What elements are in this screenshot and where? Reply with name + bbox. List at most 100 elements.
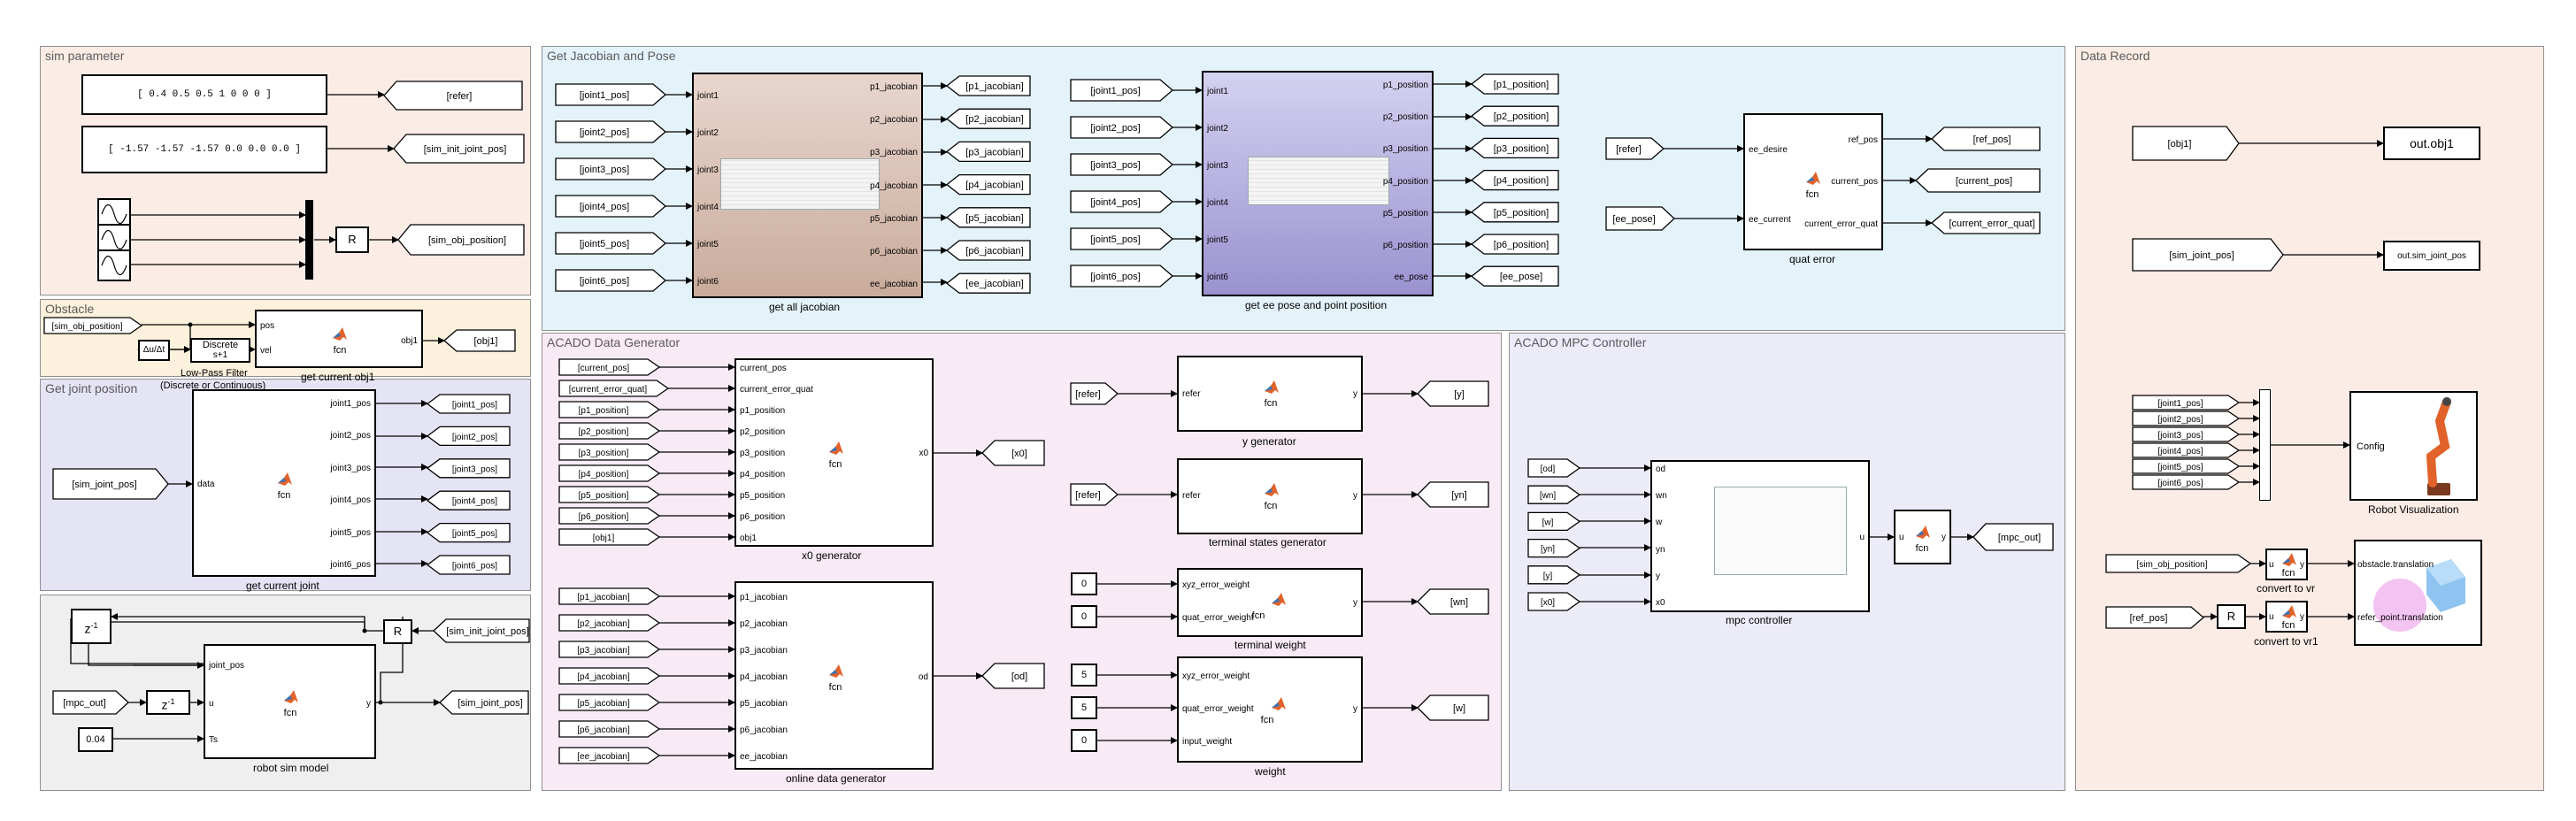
tag-quat-refer[interactable]: [refer] bbox=[1605, 137, 1665, 160]
convert-to-vr-block[interactable]: u y fcn bbox=[2265, 549, 2308, 580]
tag-x0-obj1[interactable]: [obj1] bbox=[558, 528, 661, 546]
sine-wave-3[interactable] bbox=[97, 249, 131, 281]
tag-mpc-wn[interactable]: [wn] bbox=[1527, 485, 1581, 504]
tag-rec-joint5[interactable]: [joint5_pos] bbox=[2132, 458, 2241, 474]
rate-transition-r2[interactable]: R bbox=[383, 619, 412, 644]
tag-obj1[interactable]: [obj1] bbox=[443, 329, 516, 352]
tag-refer[interactable]: [refer] bbox=[383, 81, 523, 111]
unit-delay-2[interactable]: z-1 bbox=[146, 690, 190, 715]
terminal-states-generator-block[interactable]: refer y fcn bbox=[1177, 458, 1363, 534]
rate-transition-r3[interactable]: R bbox=[2217, 604, 2246, 629]
tag-rec-sim-joint-pos[interactable]: [sim_joint_pos] bbox=[2132, 238, 2284, 272]
out-sim-joint-pos-block[interactable]: out.sim_joint_pos bbox=[2383, 241, 2480, 271]
tag-current-error-quat[interactable]: [current_error_quat] bbox=[1931, 211, 2041, 234]
tag-sim-obj-position[interactable]: [sim_obj_position] bbox=[397, 224, 525, 256]
tag-yn-refer[interactable]: [refer] bbox=[1070, 483, 1119, 506]
tag-p6-position[interactable]: [p6_position] bbox=[1470, 234, 1559, 255]
tw-quat-constant[interactable]: 0 bbox=[1071, 605, 1097, 628]
tag-joint6[interactable]: [joint6_pos] bbox=[426, 555, 511, 575]
robot-sim-model-block[interactable]: joint_pos u Ts y fcn bbox=[204, 644, 376, 759]
refer-constant[interactable]: [ 0.4 0.5 0.5 1 0 0 0 ] bbox=[81, 74, 327, 115]
tag-p5-position[interactable]: [p5_position] bbox=[1470, 202, 1559, 223]
tag-p4-position[interactable]: [p4_position] bbox=[1470, 169, 1559, 191]
tag-p2-position[interactable]: [p2_position] bbox=[1470, 105, 1559, 127]
tag-x0-p2_position[interactable]: [p2_position] bbox=[558, 422, 661, 440]
tag-x0-p6_position[interactable]: [p6_position] bbox=[558, 507, 661, 525]
tag-joint1[interactable]: [joint1_pos] bbox=[426, 394, 511, 414]
tag-p4-jacobian[interactable]: [p4_jacobian] bbox=[945, 173, 1031, 196]
tag-p1-jacobian[interactable]: [p1_jacobian] bbox=[945, 75, 1031, 96]
tag-jac-joint1[interactable]: [joint1_pos] bbox=[555, 83, 666, 106]
vr-sink-block[interactable]: obstacle.translation refer_point.transla… bbox=[2354, 540, 2482, 646]
tag-current-pos[interactable]: [current_pos] bbox=[1915, 168, 2041, 193]
tag-p3-jacobian[interactable]: [p3_jacobian] bbox=[945, 141, 1031, 163]
tag-pos-joint3[interactable]: [joint3_pos] bbox=[1070, 153, 1173, 176]
tag-ref-pos[interactable]: [ref_pos] bbox=[1931, 127, 2041, 151]
w-xyz-constant[interactable]: 5 bbox=[1071, 664, 1097, 687]
tag-sim-init-joint-pos-from[interactable]: [sim_init_joint_pos] bbox=[433, 618, 530, 643]
tag-jac-joint3[interactable]: [joint3_pos] bbox=[555, 157, 666, 180]
tag-x0-p1_position[interactable]: [p1_position] bbox=[558, 401, 661, 418]
tag-mpc-out[interactable]: [mpc_out] bbox=[52, 690, 129, 715]
tag-mpc-out-goto[interactable]: [mpc_out] bbox=[1972, 523, 2054, 551]
area-acado-mpc[interactable]: ACADO MPC Controller bbox=[1509, 333, 2065, 791]
tag-od-p3_jacobian[interactable]: [p3_jacobian] bbox=[558, 641, 661, 658]
tag-od-p2_jacobian[interactable]: [p2_jacobian] bbox=[558, 614, 661, 632]
tag-mpc-x0[interactable]: [x0] bbox=[1527, 592, 1581, 611]
mux-bar[interactable] bbox=[305, 200, 313, 280]
tag-wn[interactable]: [wn] bbox=[1417, 588, 1489, 615]
config-mux-bar[interactable] bbox=[2259, 389, 2271, 501]
tag-quat-ee-pose[interactable]: [ee_pose] bbox=[1605, 206, 1675, 231]
tag-pos-joint1[interactable]: [joint1_pos] bbox=[1070, 79, 1173, 102]
quat-error-block[interactable]: ee_desire ee_current ref_pos current_pos… bbox=[1743, 113, 1883, 250]
tag-sim-joint-pos-goto[interactable]: [sim_joint_pos] bbox=[439, 690, 529, 715]
tag-yn[interactable]: [yn] bbox=[1417, 481, 1489, 508]
terminal-weight-block[interactable]: xyz_error_weight quat_error_weight y fcn bbox=[1177, 568, 1363, 637]
tag-jac-joint5[interactable]: [joint5_pos] bbox=[555, 232, 666, 255]
w-quat-constant[interactable]: 5 bbox=[1071, 696, 1097, 719]
w-input-constant[interactable]: 0 bbox=[1071, 729, 1097, 752]
tag-ee-pose[interactable]: [ee_pose] bbox=[1470, 265, 1559, 287]
tag-pos-joint2[interactable]: [joint2_pos] bbox=[1070, 116, 1173, 139]
tag-rec-joint3[interactable]: [joint3_pos] bbox=[2132, 426, 2241, 442]
tag-rec-joint4[interactable]: [joint4_pos] bbox=[2132, 442, 2241, 458]
tag-mpc-y[interactable]: [y] bbox=[1527, 565, 1581, 585]
tag-od-p6_jacobian[interactable]: [p6_jacobian] bbox=[558, 720, 661, 738]
tag-x0-p5_position[interactable]: [p5_position] bbox=[558, 486, 661, 503]
tag-mpc-yn[interactable]: [yn] bbox=[1527, 538, 1581, 558]
tag-ee-jacobian[interactable]: [ee_jacobian] bbox=[945, 272, 1031, 294]
tag-jac-joint6[interactable]: [joint6_pos] bbox=[555, 269, 666, 292]
tag-y[interactable]: [y] bbox=[1417, 380, 1489, 407]
rate-transition-r[interactable]: R bbox=[335, 226, 369, 253]
robot-visualization-block[interactable]: Config bbox=[2349, 391, 2478, 501]
tag-joint2[interactable]: [joint2_pos] bbox=[426, 426, 511, 447]
tag-rec-obj1[interactable]: [obj1] bbox=[2132, 126, 2240, 161]
tag-joint5[interactable]: [joint5_pos] bbox=[426, 522, 511, 543]
init-joint-constant[interactable]: [ -1.57 -1.57 -1.57 0.0 0.0 0.0 ] bbox=[81, 126, 327, 173]
tag-joint3[interactable]: [joint3_pos] bbox=[426, 458, 511, 479]
tag-rec-sim-obj-position[interactable]: [sim_obj_position] bbox=[2105, 554, 2252, 573]
tag-od-p4_jacobian[interactable]: [p4_jacobian] bbox=[558, 667, 661, 685]
tag-jac-joint2[interactable]: [joint2_pos] bbox=[555, 120, 666, 143]
get-current-obj1-block[interactable]: pos vel obj1 fcn bbox=[255, 310, 423, 368]
tag-od-p1_jacobian[interactable]: [p1_jacobian] bbox=[558, 587, 661, 605]
tag-joint4[interactable]: [joint4_pos] bbox=[426, 490, 511, 510]
low-pass-filter[interactable]: Discrete s+1 bbox=[190, 338, 250, 363]
out-obj1-block[interactable]: out.obj1 bbox=[2383, 127, 2480, 160]
unit-delay-1[interactable]: z-1 bbox=[71, 609, 111, 644]
tag-x0-p4_position[interactable]: [p4_position] bbox=[558, 464, 661, 482]
tag-w[interactable]: [w] bbox=[1417, 694, 1489, 721]
convert-to-vr1-block[interactable]: u y fcn bbox=[2265, 601, 2308, 633]
tag-sim-joint-pos[interactable]: [sim_joint_pos] bbox=[52, 468, 169, 500]
derivative-block[interactable]: Δu/Δt bbox=[138, 340, 170, 361]
tag-sim-obj-position-short[interactable]: [sim_obj_position] bbox=[43, 317, 143, 334]
tag-sim-init-joint-pos[interactable]: [sim_init_joint_pos] bbox=[393, 134, 525, 164]
tw-xyz-constant[interactable]: 0 bbox=[1071, 572, 1097, 595]
tag-od-ee_jacobian[interactable]: [ee_jacobian] bbox=[558, 747, 661, 764]
